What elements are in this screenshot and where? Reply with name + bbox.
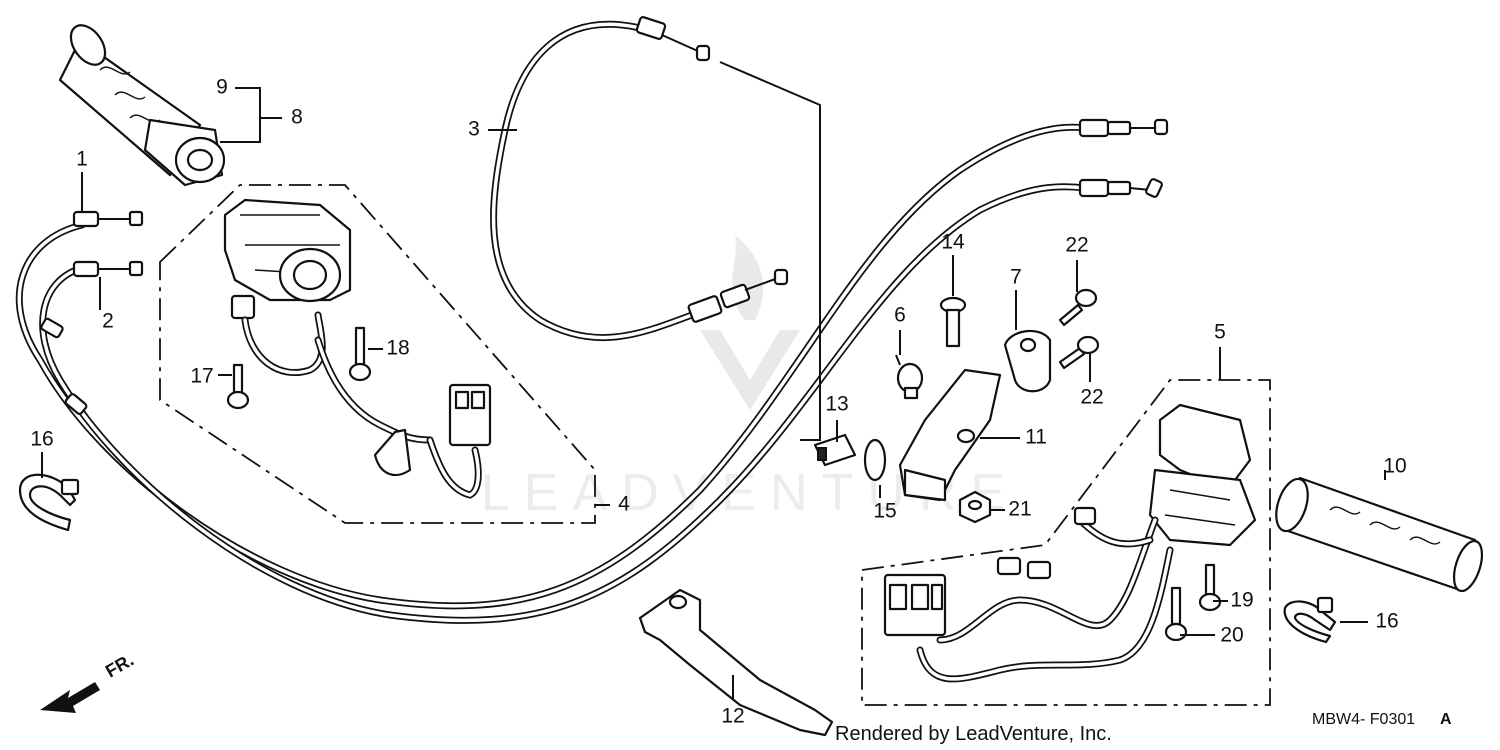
callout-2: 2	[102, 310, 114, 333]
callout-22-upper: 22	[1065, 234, 1088, 257]
callout-5: 5	[1214, 321, 1226, 344]
gear-15	[863, 438, 887, 482]
callout-17: 17	[190, 365, 213, 388]
callout-14: 14	[941, 231, 965, 254]
bolt-19	[1198, 563, 1222, 612]
callout-16-left: 16	[30, 428, 53, 451]
bolt-20	[1164, 586, 1188, 642]
callout-18: 18	[386, 337, 409, 360]
callout-21: 21	[1008, 498, 1031, 521]
callout-7: 7	[1010, 266, 1022, 289]
callout-9: 9	[216, 76, 228, 99]
callout-11: 11	[1025, 426, 1047, 449]
clamp-16-right	[1283, 596, 1337, 644]
callouts: 1 2 3 4 5 6 7 8 9 10 11 12 13 14 15 16 1…	[30, 76, 1406, 728]
clamp-16-left	[18, 473, 80, 532]
holder-7	[1003, 329, 1052, 393]
callout-16-right: 16	[1375, 610, 1398, 633]
pin-13	[813, 433, 857, 467]
diagram-code-suffix: A	[1440, 711, 1452, 728]
left-grip	[58, 24, 226, 187]
lever-12	[638, 588, 834, 737]
bolt-22-lower	[1058, 335, 1100, 370]
watermark-flame	[732, 235, 764, 320]
leader-lines	[41, 61, 1386, 700]
callout-4: 4	[618, 493, 630, 516]
callout-3: 3	[468, 118, 480, 141]
bolt-18	[348, 326, 372, 382]
bolt-17	[226, 363, 250, 410]
bolt-22-upper	[1058, 288, 1098, 327]
diagram-code: MBW4- F0301	[1312, 711, 1415, 728]
throttle-cables	[15, 118, 1169, 624]
callout-22-lower: 22	[1080, 386, 1103, 409]
front-arrow-label: FR.	[102, 650, 137, 682]
callout-15: 15	[873, 500, 896, 523]
callout-19: 19	[1230, 589, 1253, 612]
callout-13: 13	[825, 393, 848, 416]
right-grip	[1275, 476, 1484, 593]
callout-20: 20	[1220, 624, 1243, 647]
callout-1: 1	[76, 148, 88, 171]
clutch-cable	[490, 16, 789, 342]
callout-8: 8	[291, 106, 303, 129]
callout-10: 10	[1383, 455, 1406, 478]
front-arrow-icon: FR.	[40, 650, 137, 713]
callout-6: 6	[894, 304, 906, 327]
bracket-11	[898, 368, 1002, 502]
watermark-logo	[700, 330, 800, 410]
switch-6	[895, 354, 924, 400]
right-switch-group	[861, 379, 1271, 706]
credit-text: Rendered by LeadVenture, Inc.	[835, 723, 1112, 745]
nut-21	[958, 490, 992, 524]
callout-12: 12	[721, 705, 744, 728]
screw-14	[939, 296, 967, 348]
left-switch-group	[159, 184, 596, 524]
